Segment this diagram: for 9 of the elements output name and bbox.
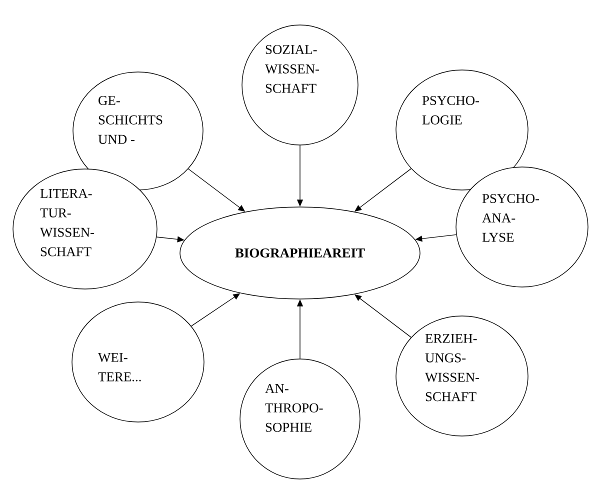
circle-node: AN- THROPO- SOPHIE	[240, 358, 360, 480]
circle-node: WEI- TERE...	[72, 302, 204, 422]
ellipse-node: BIOGRAPHIEAREIT	[180, 206, 420, 300]
circle-node: SOZIAL- WISSEN- SCHAFT	[242, 24, 358, 146]
circle-node: PSYCHO- LOGIE	[396, 70, 528, 190]
circle-node: PSYCHO- ANA- LYSE	[456, 166, 588, 288]
circle-node: LITERA- TUR- WISSEN- SCHAFT	[12, 168, 158, 290]
circle-node: ERZIEH- UNGS- WISSEN- SCHAFT	[396, 316, 528, 436]
circle-node: GE- SCHICHTS UND -	[72, 72, 204, 190]
